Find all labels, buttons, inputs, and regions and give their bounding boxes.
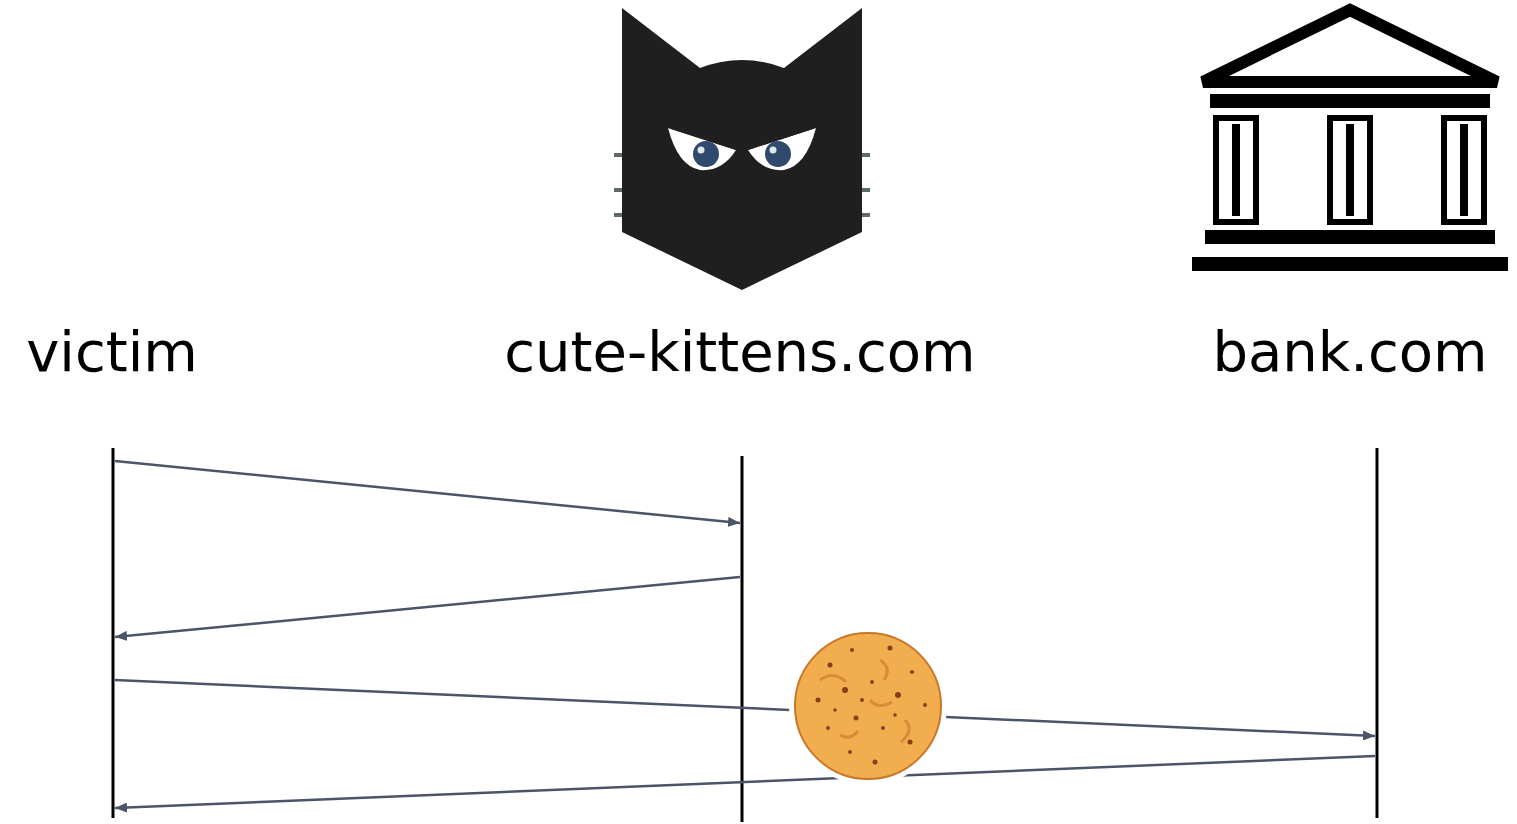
actor-label: victim xyxy=(24,320,200,384)
lifeline xyxy=(1376,448,1379,818)
cookie-icon xyxy=(789,627,947,785)
message-arrow xyxy=(115,577,740,637)
cat-icon xyxy=(614,8,870,290)
actor-label: bank.com xyxy=(1210,320,1490,384)
actor-name: bank.com xyxy=(1210,320,1490,384)
actor-name: cute-kittens.com xyxy=(502,320,978,384)
lifeline xyxy=(112,448,115,818)
actor-name: victim xyxy=(24,320,200,384)
bank-icon xyxy=(1192,10,1508,271)
connector-group xyxy=(115,461,1375,808)
message-arrow xyxy=(115,680,1375,736)
lifelines xyxy=(113,448,1377,822)
message-arrow xyxy=(115,756,1375,808)
message-arrow xyxy=(115,461,740,523)
actor-label: cute-kittens.com xyxy=(502,320,978,384)
lifeline xyxy=(741,456,744,822)
